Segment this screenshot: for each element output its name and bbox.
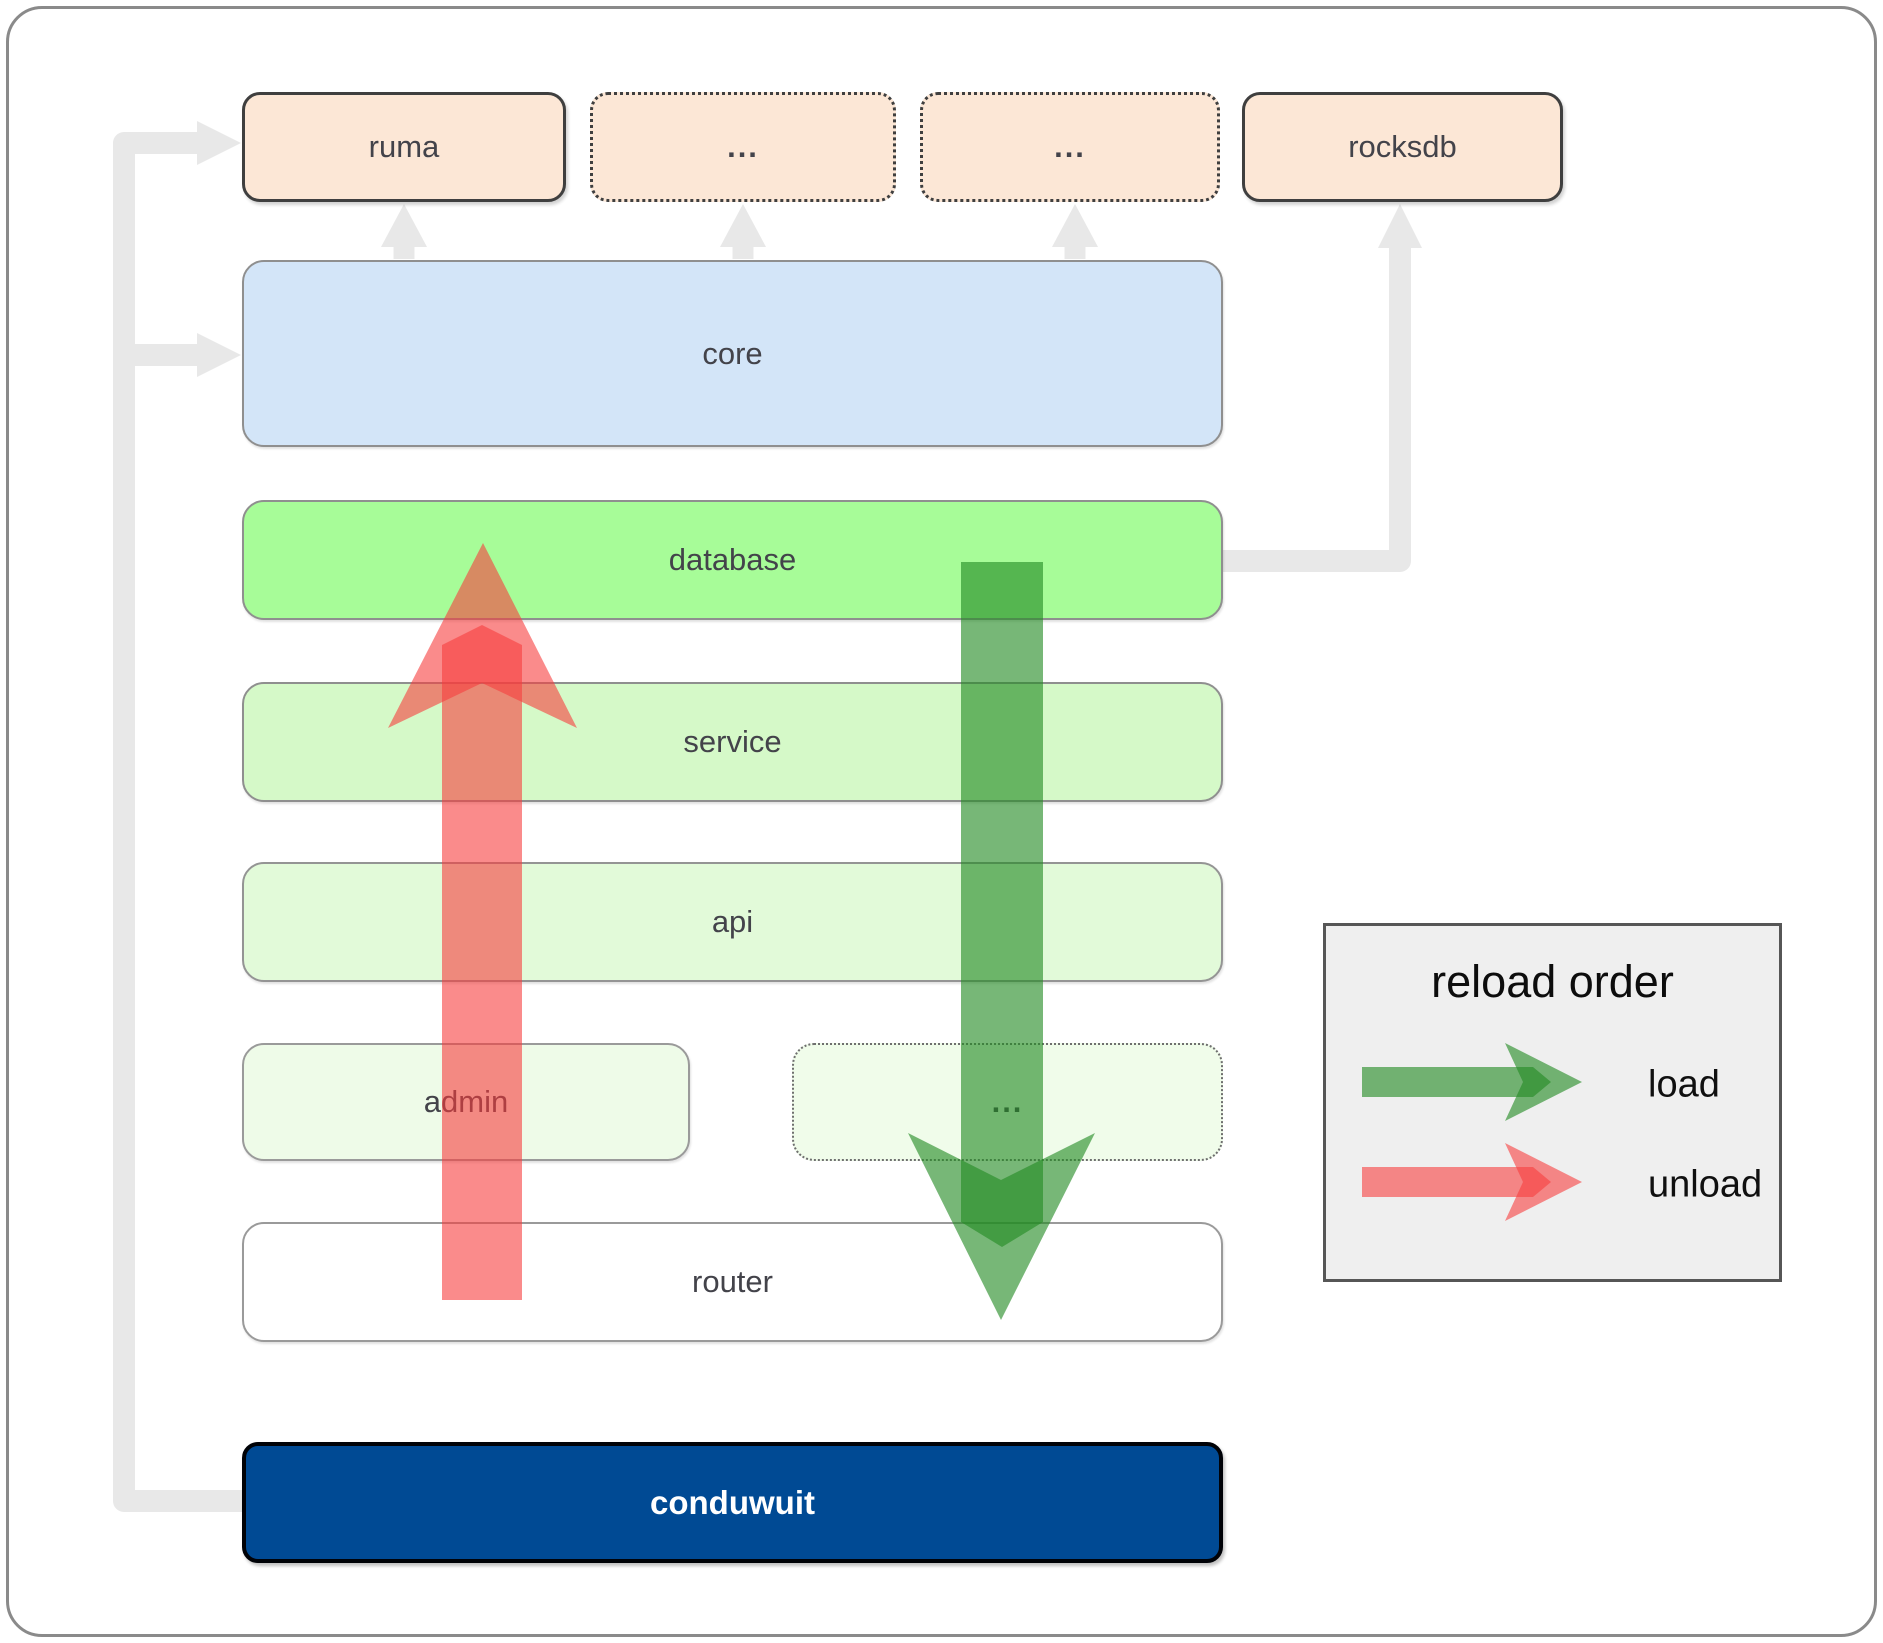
legend-title: reload order	[1431, 956, 1674, 1007]
connector-database-to-rocksdb	[1223, 247, 1411, 572]
box-service: service	[242, 682, 1223, 802]
box-conduwuit: conduwuit	[242, 1442, 1223, 1563]
box-database: database	[242, 500, 1223, 620]
box-router: router	[242, 1222, 1223, 1342]
box-ruma: ruma	[242, 92, 566, 202]
box-label: admin	[423, 1084, 509, 1119]
box-ellipsis-top-2: ...	[920, 92, 1220, 202]
box-core: core	[242, 260, 1223, 447]
box-label: api	[711, 904, 754, 939]
box-ellipsis-top-1: ...	[590, 92, 896, 202]
diagram-border	[6, 6, 1877, 1637]
arrowhead-into-rocksdb	[1378, 204, 1422, 248]
box-label: ...	[727, 129, 759, 164]
arrowhead-up-ruma	[381, 204, 427, 247]
box-admin: admin	[242, 1043, 690, 1161]
box-label: rocksdb	[1348, 129, 1457, 164]
legend-reload-order: reload order load unload	[1323, 923, 1782, 1282]
legend-unload-label: unload	[1648, 1163, 1763, 1206]
arrowhead-into-ruma	[197, 121, 241, 165]
box-label: core	[702, 335, 763, 371]
box-api: api	[242, 862, 1223, 982]
arrowhead-up-dots2	[1052, 204, 1098, 247]
box-ellipsis-admin-row: ...	[792, 1043, 1223, 1161]
box-label: database	[668, 542, 797, 577]
box-label: ...	[991, 1084, 1024, 1119]
box-rocksdb: rocksdb	[1242, 92, 1563, 202]
box-label: ruma	[368, 129, 440, 164]
arrowhead-into-core	[197, 333, 241, 377]
legend-load-label: load	[1648, 1063, 1720, 1106]
box-label: service	[683, 724, 782, 759]
box-label: router	[692, 1264, 773, 1299]
connector-conduwuit-to-ruma	[113, 132, 242, 1512]
box-label: conduwuit	[650, 1483, 815, 1521]
arrowhead-up-dots1	[720, 204, 766, 247]
box-label: ...	[1054, 129, 1086, 164]
